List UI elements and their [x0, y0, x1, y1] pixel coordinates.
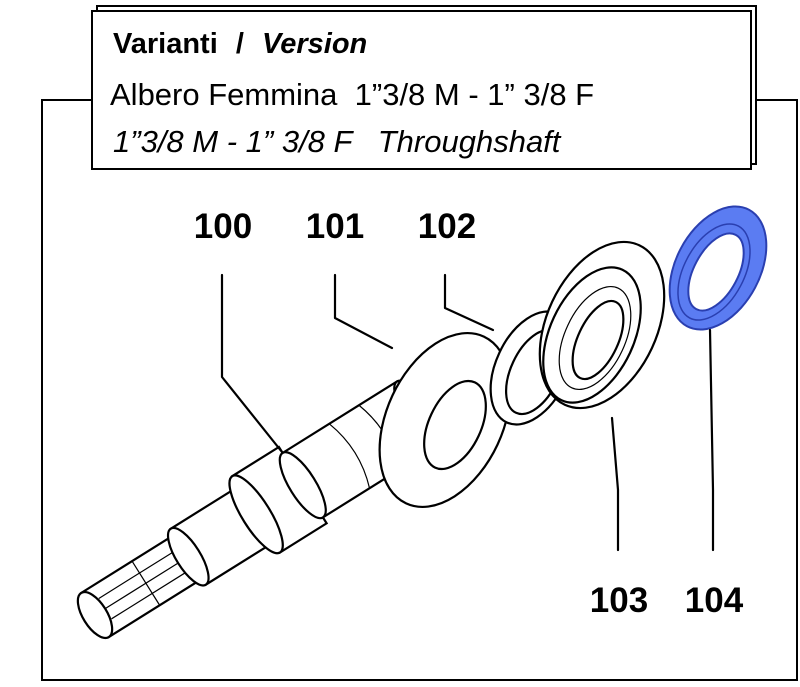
part-label-102: 102	[418, 207, 476, 246]
part-101-washer[interactable]	[354, 312, 537, 528]
version-header-box: Varianti / Version Albero Femmina 1”3/8 …	[91, 5, 757, 170]
leader-line-102	[443, 273, 495, 332]
part-103-bearing[interactable]	[515, 222, 689, 428]
leader-line-104	[708, 328, 715, 552]
part-label-101: 101	[306, 207, 364, 246]
svg-text:Varianti / Version: Varianti / Version	[113, 28, 367, 60]
part-label-103: 103	[590, 581, 648, 620]
header-separator: /	[236, 28, 244, 60]
leader-line-103	[610, 416, 620, 552]
header-line-it: Albero Femmina 1”3/8 M - 1” 3/8 F	[110, 77, 594, 112]
header-title-it: Varianti	[113, 28, 218, 60]
part-104-seal[interactable]	[650, 190, 786, 346]
header-title-en: Version	[262, 28, 367, 60]
part-label-104: 104	[685, 581, 744, 620]
leader-line-100	[220, 273, 284, 454]
part-label-100: 100	[194, 207, 252, 246]
header-line-en: 1”3/8 M - 1” 3/8 F Throughshaft	[113, 124, 562, 159]
leader-line-101	[333, 273, 394, 350]
